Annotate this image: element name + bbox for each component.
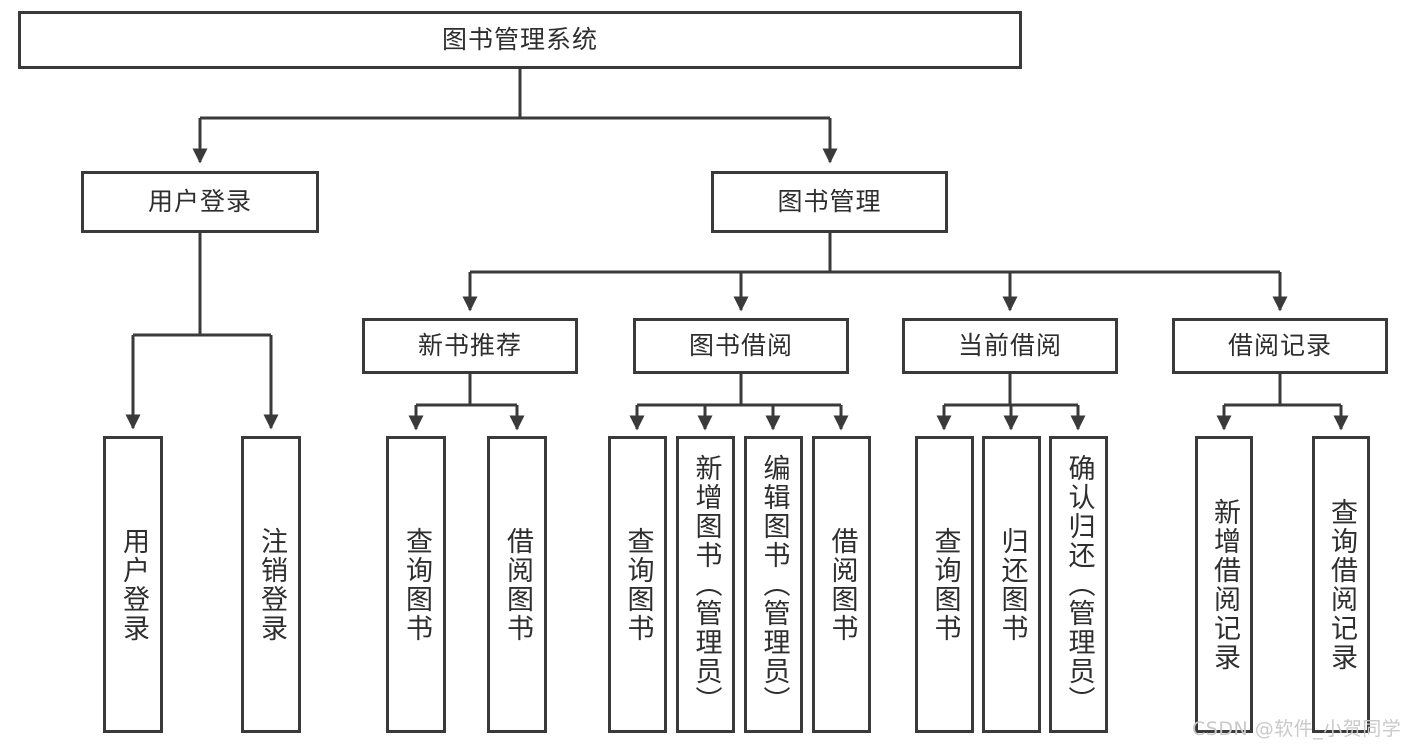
leaf-borrow-book-1[interactable]: 借阅图书 <box>487 436 547 733</box>
leaf-add-book[interactable]: 新增图书（管理员） <box>676 436 735 733</box>
csdn-watermark: CSDN @软件_小贺同学 <box>1192 718 1402 740</box>
node-user-login[interactable]: 用户登录 <box>81 171 319 233</box>
node-root-label: 图书管理系统 <box>441 25 598 54</box>
leaf-logout[interactable]: 注销登录 <box>241 436 301 733</box>
leaf-edit-book-label: 编辑图书（管理员） <box>758 454 790 715</box>
leaf-borrow-book-2[interactable]: 借阅图书 <box>812 436 871 733</box>
leaf-confirm-return[interactable]: 确认归还（管理员） <box>1049 436 1108 733</box>
leaf-query-book-2[interactable]: 查询图书 <box>608 436 667 733</box>
leaf-query-book-2-label: 查询图书 <box>622 526 654 643</box>
leaf-query-book-3[interactable]: 查询图书 <box>915 436 974 733</box>
node-root[interactable]: 图书管理系统 <box>18 11 1022 69</box>
leaf-return-book-label: 归还图书 <box>996 526 1028 643</box>
node-current-borrow-label: 当前借阅 <box>957 331 1062 360</box>
node-current-borrow[interactable]: 当前借阅 <box>902 318 1118 374</box>
node-book-manage[interactable]: 图书管理 <box>711 171 948 233</box>
leaf-borrow-book-2-label: 借阅图书 <box>826 526 858 643</box>
node-borrow-record-label: 借阅记录 <box>1227 331 1332 360</box>
leaf-return-book[interactable]: 归还图书 <box>982 436 1041 733</box>
leaf-borrow-book-1-label: 借阅图书 <box>501 526 533 643</box>
node-book-manage-label: 图书管理 <box>777 187 882 216</box>
leaf-add-borrow-record[interactable]: 新增借阅记录 <box>1195 436 1253 733</box>
leaf-add-book-label: 新增图书（管理员） <box>690 454 722 715</box>
leaf-user-login-label: 用户登录 <box>117 526 149 643</box>
leaf-query-book-1[interactable]: 查询图书 <box>386 436 446 733</box>
node-book-borrow[interactable]: 图书借阅 <box>633 318 849 374</box>
leaf-query-book-3-label: 查询图书 <box>929 526 961 643</box>
leaf-query-borrow-record[interactable]: 查询借阅记录 <box>1312 436 1370 733</box>
leaf-confirm-return-label: 确认归还（管理员） <box>1063 454 1095 715</box>
node-new-book-recommend-label: 新书推荐 <box>417 331 522 360</box>
leaf-edit-book[interactable]: 编辑图书（管理员） <box>744 436 803 733</box>
node-borrow-record[interactable]: 借阅记录 <box>1172 318 1388 374</box>
node-user-login-label: 用户登录 <box>147 187 252 216</box>
node-new-book-recommend[interactable]: 新书推荐 <box>362 318 578 374</box>
leaf-query-book-1-label: 查询图书 <box>400 526 432 643</box>
leaf-user-login[interactable]: 用户登录 <box>103 436 163 733</box>
node-book-borrow-label: 图书借阅 <box>688 331 793 360</box>
leaf-add-borrow-record-label: 新增借阅记录 <box>1208 497 1240 672</box>
leaf-query-borrow-record-label: 查询借阅记录 <box>1325 497 1357 672</box>
leaf-logout-label: 注销登录 <box>255 526 287 643</box>
